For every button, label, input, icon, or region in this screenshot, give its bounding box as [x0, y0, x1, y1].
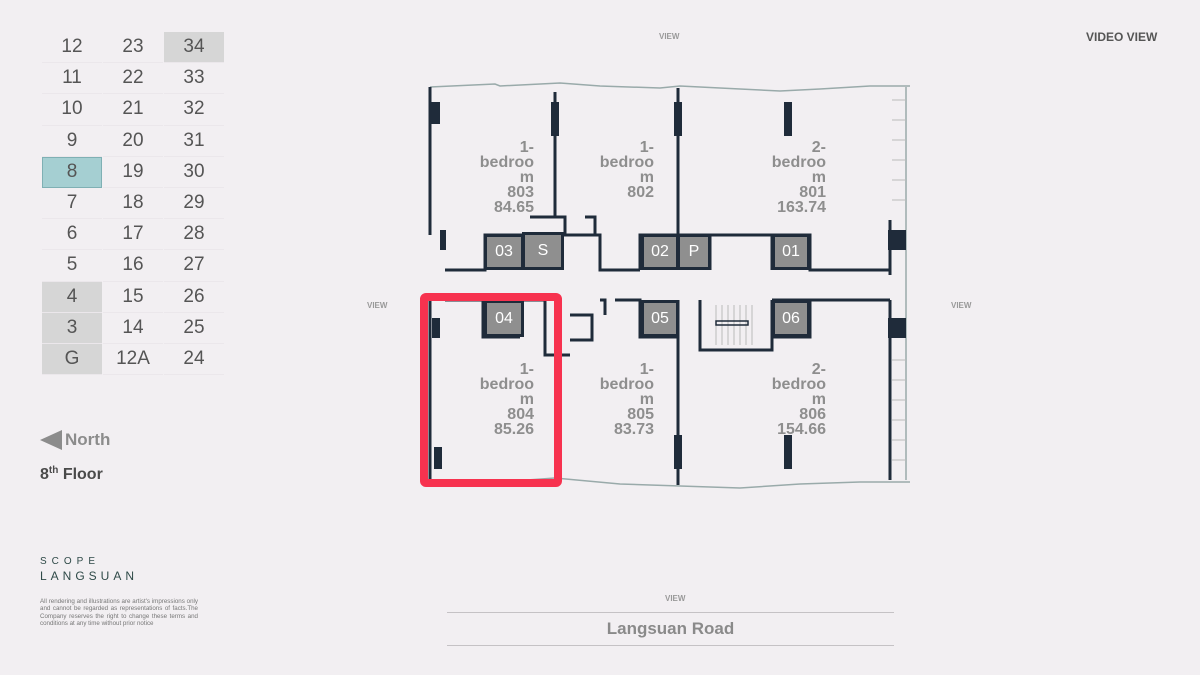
unit-803[interactable]: 1- bedroo m 803 84.65	[479, 139, 534, 216]
floor-button-6[interactable]: 6	[42, 219, 102, 251]
floor-button-10[interactable]: 10	[42, 94, 102, 126]
floor-button-9[interactable]: 9	[42, 126, 102, 157]
floor-button-30[interactable]: 30	[164, 157, 224, 188]
floor-button-34[interactable]: 34	[164, 32, 224, 64]
unit-805[interactable]: 1- bedroo m 805 83.73	[599, 361, 654, 438]
floor-button-27[interactable]: 27	[164, 250, 224, 282]
floor-button-22[interactable]: 22	[103, 63, 163, 95]
unit-801[interactable]: 2- bedroo m 801 163.74	[771, 139, 826, 216]
unit-804[interactable]: 1- bedroo m 804 85.26	[479, 361, 534, 438]
view-label-top: VIEW	[659, 32, 680, 41]
floor-button-4[interactable]: 4	[42, 281, 102, 313]
lift-06[interactable]: 06	[772, 300, 810, 337]
floor-button-14[interactable]: 14	[103, 313, 163, 344]
floor-button-20[interactable]: 20	[103, 126, 163, 157]
floor-button-19[interactable]: 19	[103, 157, 163, 188]
floor-button-16[interactable]: 16	[103, 250, 163, 282]
lift-04[interactable]: 04	[484, 300, 524, 337]
left-arrow-icon	[40, 430, 62, 450]
floor-button-25[interactable]: 25	[164, 313, 224, 344]
floor-button-11[interactable]: 11	[42, 63, 102, 95]
floor-button-29[interactable]: 29	[164, 188, 224, 220]
lift-02[interactable]: 02	[641, 234, 679, 270]
video-view-button[interactable]: VIDEO VIEW	[1086, 30, 1158, 44]
floor-button-5[interactable]: 5	[42, 250, 102, 282]
floor-button-23[interactable]: 23	[103, 32, 163, 64]
lift-05[interactable]: 05	[641, 300, 679, 337]
floor-button-17[interactable]: 17	[103, 219, 163, 251]
floor-button-15[interactable]: 15	[103, 282, 163, 313]
floor-button-32[interactable]: 32	[164, 94, 224, 126]
lift-01[interactable]: 01	[772, 234, 810, 270]
floor-button-31[interactable]: 31	[164, 126, 224, 157]
lift-03[interactable]: 03	[484, 234, 524, 270]
floor-button-26[interactable]: 26	[164, 282, 224, 313]
floor-button-18[interactable]: 18	[103, 188, 163, 220]
service-lift-s[interactable]: S	[522, 232, 564, 270]
north-label: North	[65, 430, 111, 449]
view-label-bottom: VIEW	[665, 594, 686, 603]
unit-802[interactable]: 1- bedroo m 802	[599, 139, 654, 201]
floor-title: 8th Floor	[40, 465, 103, 483]
view-label-right: VIEW	[951, 301, 972, 310]
unit-806[interactable]: 2- bedroo m 806 154.66	[771, 361, 826, 438]
floor-button-12[interactable]: 12	[42, 32, 102, 64]
floor-button-28[interactable]: 28	[164, 219, 224, 251]
floor-button-12a[interactable]: 12A	[103, 344, 163, 376]
selected-unit-highlight[interactable]	[420, 293, 562, 487]
brand-logo: SCOPE LANGSUAN	[40, 556, 139, 583]
floor-button-24[interactable]: 24	[164, 344, 224, 376]
parking-lift-p[interactable]: P	[677, 234, 711, 270]
floor-button-21[interactable]: 21	[103, 94, 163, 126]
floor-button-8[interactable]: 8	[42, 156, 102, 188]
road-label-bar: Langsuan Road	[447, 612, 894, 646]
floor-button-33[interactable]: 33	[164, 63, 224, 95]
disclaimer: All rendering and illustrations are arti…	[40, 598, 198, 628]
floor-button-7[interactable]: 7	[42, 188, 102, 220]
view-label-left: VIEW	[367, 301, 388, 310]
floor-button-3[interactable]: 3	[42, 312, 102, 344]
floor-button-g[interactable]: G	[42, 343, 102, 376]
road-name: Langsuan Road	[606, 619, 735, 638]
north-indicator: North	[40, 430, 110, 450]
